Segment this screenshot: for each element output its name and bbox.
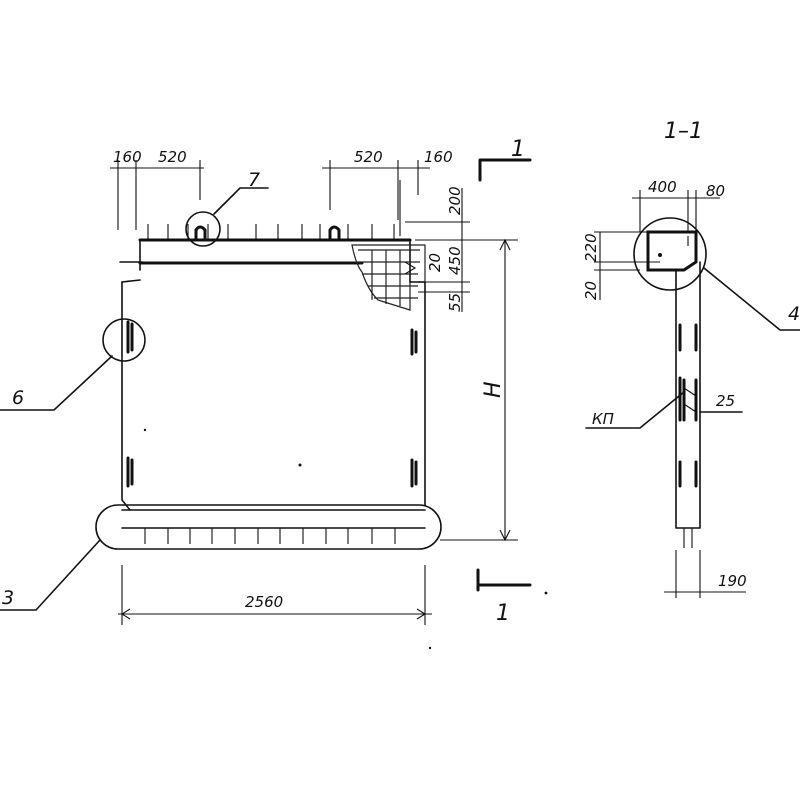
- leader-6: [0, 355, 113, 411]
- panel-speck: [298, 463, 302, 467]
- section-left-dims: [594, 231, 660, 300]
- section-cut-mark-top: [478, 158, 532, 182]
- panel-right-step: [409, 239, 426, 283]
- dim-right-20: 20: [426, 253, 444, 272]
- label-kp: КП: [592, 410, 614, 428]
- panel-speck-2: [143, 428, 147, 432]
- lifting-loop-right: [328, 225, 341, 242]
- section-cut-mark-bottom: [476, 568, 532, 592]
- bottom-anchor-bars: [144, 528, 396, 544]
- height-label: H: [481, 381, 506, 398]
- section-dim-80: 80: [706, 182, 725, 200]
- callout-circle-7: [185, 211, 221, 247]
- callout-outline-3: [95, 504, 442, 550]
- dim-top-520-right: 520: [354, 148, 383, 166]
- stray-mark-2: [428, 646, 432, 650]
- reinforcement-mesh-corner: [351, 244, 426, 311]
- dim-right-55: 55: [446, 293, 464, 312]
- leader-kp: [585, 391, 685, 429]
- top-dimension-chain: [110, 160, 430, 230]
- lifting-loop-left: [194, 225, 207, 242]
- panel-left-top: [121, 279, 141, 283]
- callout-label-7: 7: [248, 169, 260, 191]
- section-title: 1–1: [664, 119, 703, 144]
- section-dim-220: 220: [582, 233, 600, 262]
- callout-circle-4: [633, 217, 707, 291]
- section-bottom-dim: [664, 550, 746, 598]
- front-view: 160 520 520 160 200 450 20 55 H 2560 1 1…: [0, 137, 532, 626]
- section-top-dims: [632, 190, 720, 232]
- section-mark-top-label: 1: [511, 137, 525, 162]
- section-stem-plates: [678, 323, 698, 488]
- section-head-dot: [658, 253, 662, 257]
- embedded-plates: [126, 320, 418, 488]
- height-dimension: [440, 238, 518, 542]
- mesh-arrow: [404, 261, 417, 275]
- dim-right-200: 200: [446, 186, 464, 215]
- callout-label-6: 6: [12, 387, 24, 409]
- section-view: 1–1 400 80 220 20 190: [582, 119, 800, 598]
- panel-left-edge: [121, 281, 131, 511]
- stray-mark: [544, 591, 548, 595]
- dim-bottom-2560: 2560: [245, 593, 283, 611]
- section-dim-20: 20: [582, 281, 600, 300]
- callout-label-4: 4: [788, 303, 800, 325]
- section-head: [646, 230, 698, 272]
- callout-label-3: 3: [2, 587, 14, 609]
- dim-right-450: 450: [446, 246, 464, 275]
- dim-top-160-left: 160: [113, 148, 142, 166]
- leader-3: [0, 539, 101, 611]
- section-mark-bottom-label: 1: [496, 601, 510, 626]
- callout-circle-6: [102, 318, 146, 362]
- section-dim-400: 400: [648, 178, 677, 196]
- dim-top-160-right: 160: [424, 148, 453, 166]
- label-25: 25: [716, 392, 735, 410]
- leader-4: [703, 267, 800, 331]
- section-bottom-bars: [683, 528, 693, 548]
- dim-top-520-left: 520: [158, 148, 187, 166]
- bottom-dimension: [118, 565, 432, 625]
- leader-7: [213, 187, 269, 215]
- right-dimension-chain: [399, 180, 470, 312]
- top-anchor-bars: [147, 224, 395, 240]
- section-dim-190: 190: [718, 572, 747, 590]
